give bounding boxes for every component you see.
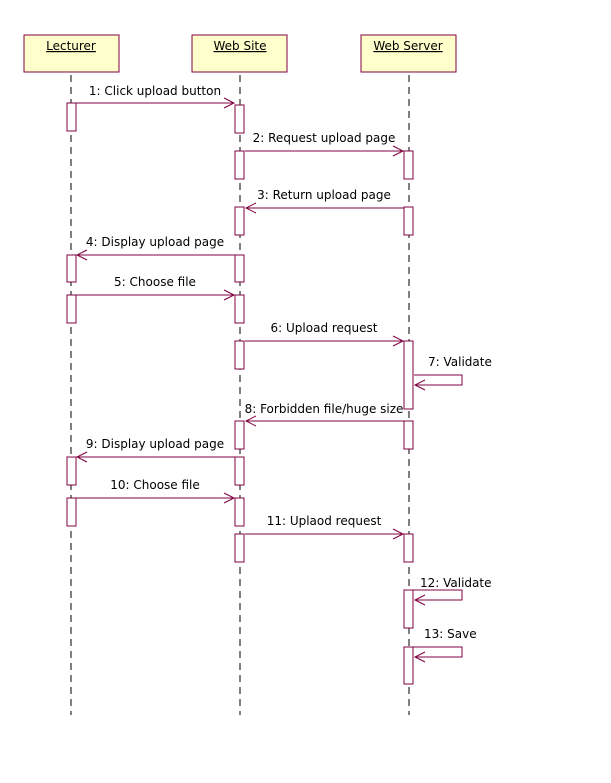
message-6[interactable] (245, 335, 405, 347)
activation-bar (66, 102, 77, 132)
activation-bar (66, 456, 77, 486)
activation-bar (234, 420, 245, 450)
message-label-12: 12: Validate (420, 576, 491, 590)
actor-name-lecturer: Lecturer (46, 39, 96, 53)
lifeline-lecturer: Lecturer (23, 34, 120, 715)
activation-bar (403, 589, 414, 629)
activation-bar (403, 340, 414, 410)
activation-bar (403, 646, 414, 685)
message-label-3: 3: Return upload page (257, 188, 391, 202)
activation-bar (403, 150, 414, 180)
activation-bar (234, 206, 245, 236)
actor-name-website: Web Site (213, 39, 266, 53)
message-label-9: 9: Display upload page (86, 437, 224, 451)
message-13[interactable] (409, 646, 463, 663)
message-label-13: 13: Save (424, 627, 477, 641)
message-7[interactable] (413, 374, 463, 391)
message-9[interactable] (75, 451, 235, 463)
activation-bar (403, 533, 414, 563)
activation-bar (234, 104, 245, 134)
message-label-11: 11: Uplaod request (267, 514, 382, 528)
activations-layer (66, 102, 414, 685)
message-label-10: 10: Choose file (110, 478, 200, 492)
activation-bar (66, 254, 77, 283)
message-label-1: 1: Click upload button (89, 84, 221, 98)
activation-bar (403, 206, 414, 236)
lifelines-layer: Lecturer Web Site Web Server (23, 34, 457, 715)
message-5[interactable] (76, 289, 236, 301)
actor-box-lecturer[interactable] (23, 34, 120, 73)
activation-bar (403, 420, 414, 450)
message-label-6: 6: Upload request (271, 321, 378, 335)
activation-bar (234, 150, 245, 180)
message-labels-layer: 1: Click upload button 2: Request upload… (86, 84, 492, 641)
message-2[interactable] (245, 145, 405, 157)
message-4[interactable] (75, 249, 235, 261)
message-label-5: 5: Choose file (114, 275, 196, 289)
activation-bar (234, 533, 245, 563)
message-11[interactable] (245, 528, 405, 540)
message-label-4: 4: Display upload page (86, 235, 224, 249)
activation-bar (234, 254, 245, 283)
message-label-7: 7: Validate (428, 355, 492, 369)
message-1[interactable] (76, 97, 236, 109)
message-label-2: 2: Request upload page (253, 131, 396, 145)
activation-bar (234, 497, 245, 527)
actor-box-webserver[interactable] (360, 34, 457, 73)
message-10[interactable] (76, 492, 236, 504)
message-8[interactable] (244, 415, 404, 427)
message-12[interactable] (409, 589, 463, 606)
activation-bar (66, 294, 77, 324)
activation-bar (66, 497, 77, 527)
lifeline-website: Web Site (191, 34, 288, 715)
activation-bar (234, 456, 245, 486)
messages-layer (75, 97, 463, 663)
actor-name-webserver: Web Server (373, 39, 442, 53)
activation-bar (234, 294, 245, 324)
message-label-8: 8: Forbidden file/huge size (245, 402, 404, 416)
activation-bar (234, 340, 245, 370)
message-3[interactable] (244, 202, 404, 214)
actor-box-website[interactable] (191, 34, 288, 73)
